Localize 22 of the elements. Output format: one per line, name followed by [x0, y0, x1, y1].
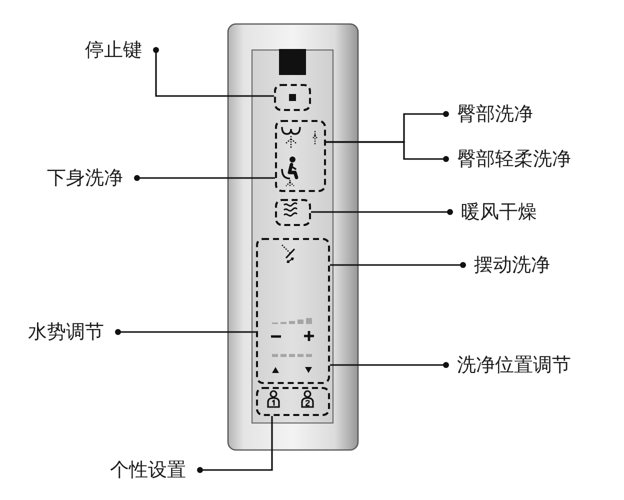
- dashed-frame: [256, 238, 330, 384]
- part-label: 暖风干燥: [461, 201, 537, 223]
- dashed-frame: [275, 120, 326, 192]
- part-label: 臀部轻柔洗净: [457, 148, 571, 170]
- dashed-frame: [274, 84, 311, 111]
- dashed-frame: [256, 387, 330, 416]
- leader-line: [330, 362, 449, 368]
- part-label: 下身洗净: [47, 167, 123, 189]
- part-label: 个性设置: [110, 459, 186, 481]
- part-label: 水势调节: [28, 321, 104, 343]
- leader-line: [115, 329, 256, 335]
- leader-line: [197, 416, 273, 473]
- leader-line: [153, 47, 274, 97]
- leader-line: [330, 262, 466, 268]
- part-label: 停止键: [85, 39, 142, 61]
- leader-line: [134, 175, 275, 181]
- leader-line: [311, 209, 453, 215]
- dashed-frame: [275, 199, 311, 226]
- leader-line: [326, 141, 449, 162]
- part-label: 洗净位置调节: [457, 354, 571, 376]
- part-label: 臀部洗净: [457, 103, 533, 125]
- part-label: 摆动洗净: [474, 254, 550, 276]
